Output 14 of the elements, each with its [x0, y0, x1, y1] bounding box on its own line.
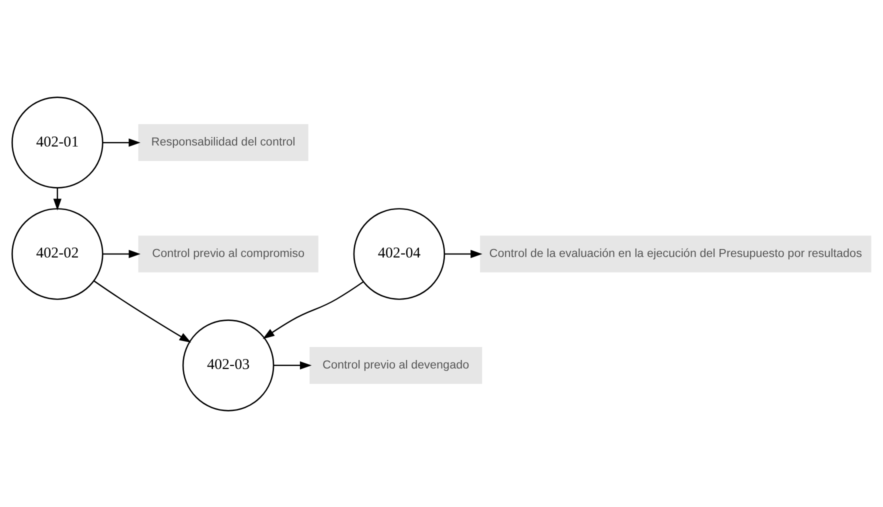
arrow — [102, 249, 140, 258]
node-box: Control previo al devengado — [310, 346, 482, 384]
arrow — [102, 138, 140, 146]
arrow — [53, 188, 62, 210]
node-box: Control de la evaluación en la ejecución del Presupuesto por resultados — [480, 235, 872, 272]
node-box: Responsabilidad del control — [138, 124, 308, 161]
arrow — [262, 280, 364, 338]
arrow — [274, 360, 312, 370]
arrow — [444, 249, 482, 258]
node-circle: 402-02 — [12, 208, 104, 300]
arrow — [94, 280, 192, 342]
node-box: Control previo al compromiso — [138, 235, 318, 272]
node-circle: 402-04 — [353, 208, 446, 300]
node-circle: 402-01 — [12, 96, 104, 188]
